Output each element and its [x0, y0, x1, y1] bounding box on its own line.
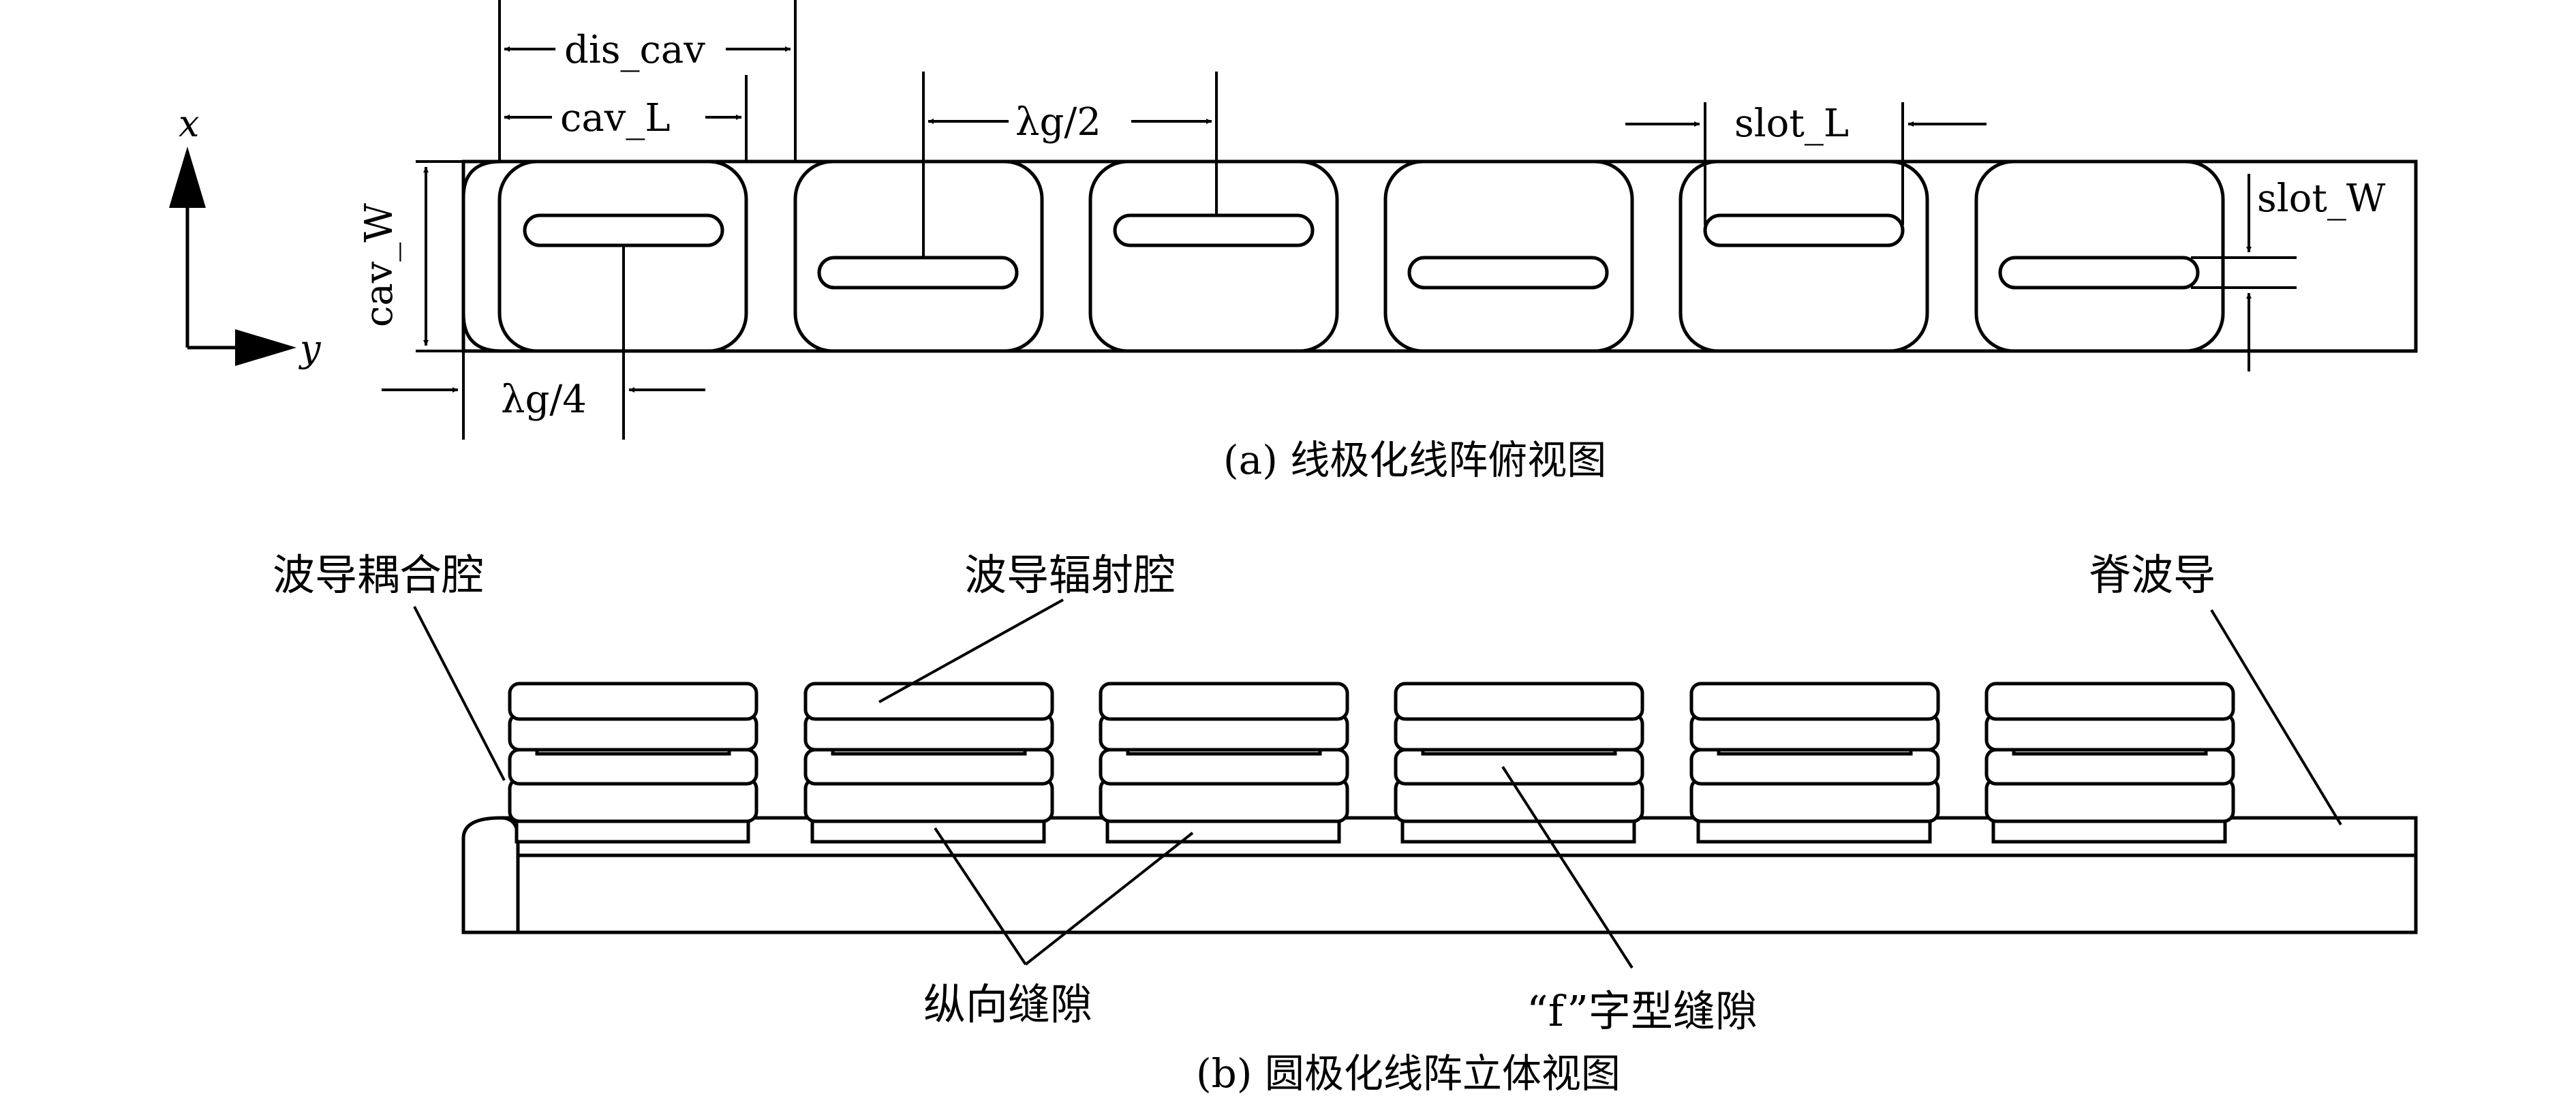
- top-view: x y: [169, 0, 2418, 483]
- module-2: [803, 682, 1054, 844]
- label-ridge-waveguide: 脊波导: [2089, 550, 2215, 600]
- module-6: [1984, 682, 2235, 844]
- half-lambda-label: λg/2: [1015, 100, 1101, 144]
- label-radiating-cavity: 波导辐射腔: [964, 550, 1176, 600]
- slot-2: [817, 256, 1019, 290]
- slot-L-label: slot_L: [1734, 102, 1849, 146]
- axis-y-label: y: [298, 327, 322, 370]
- cavity-2: [793, 159, 1044, 353]
- cav-W-dimension: cav_W: [357, 160, 500, 352]
- cavity-6: [1974, 159, 2225, 353]
- label-f-slot: “f”字型缝隙: [1527, 986, 1758, 1036]
- cav-L-label: cav_L: [560, 96, 671, 140]
- module-3: [1099, 682, 1349, 844]
- slot-5: [1703, 213, 1905, 247]
- cavity-5: [1678, 159, 1929, 353]
- cavity-modules: [508, 682, 2235, 844]
- iso-view: 波导耦合腔 波导辐射腔 脊波导 纵向缝隙 “f”字型缝隙 (b) 圆极化线阵立体…: [273, 550, 2418, 1097]
- slot-4: [1407, 256, 1609, 290]
- quarter-lambda-dimension: λg/4: [382, 245, 705, 440]
- caption-b: (b) 圆极化线阵立体视图: [1196, 1050, 1621, 1097]
- axis-x-label: x: [179, 102, 199, 145]
- slot-6: [1998, 256, 2200, 290]
- slot-1: [523, 213, 724, 247]
- module-5: [1689, 682, 1940, 844]
- caption-a: (a) 线极化线阵俯视图: [1223, 437, 1606, 483]
- cavity-3: [1088, 159, 1339, 353]
- cavity-row: [497, 159, 2225, 353]
- dis-cav-dimension: dis_cav: [498, 0, 797, 162]
- cav-W-label: cav_W: [357, 203, 401, 327]
- label-coupling-cavity: 波导耦合腔: [273, 550, 484, 600]
- slot-W-dimension: slot_W: [2191, 174, 2386, 371]
- module-1: [508, 682, 758, 844]
- dis-cav-label: dis_cav: [564, 28, 705, 72]
- label-longitudinal-slot: 纵向缝隙: [923, 979, 1092, 1029]
- axes-icon: x y: [169, 102, 322, 370]
- cavity-4: [1383, 159, 1634, 353]
- module-4: [1394, 682, 1644, 844]
- quarter-lambda-label: λg/4: [501, 378, 587, 422]
- half-lambda-dimension: λg/2: [922, 72, 1218, 258]
- slot-W-label: slot_W: [2257, 177, 2386, 221]
- slot-3: [1113, 213, 1315, 247]
- slot-L-dimension: slot_L: [1625, 102, 1987, 225]
- leader-lines: [413, 598, 2342, 969]
- cav-L-dimension: cav_L: [504, 75, 748, 162]
